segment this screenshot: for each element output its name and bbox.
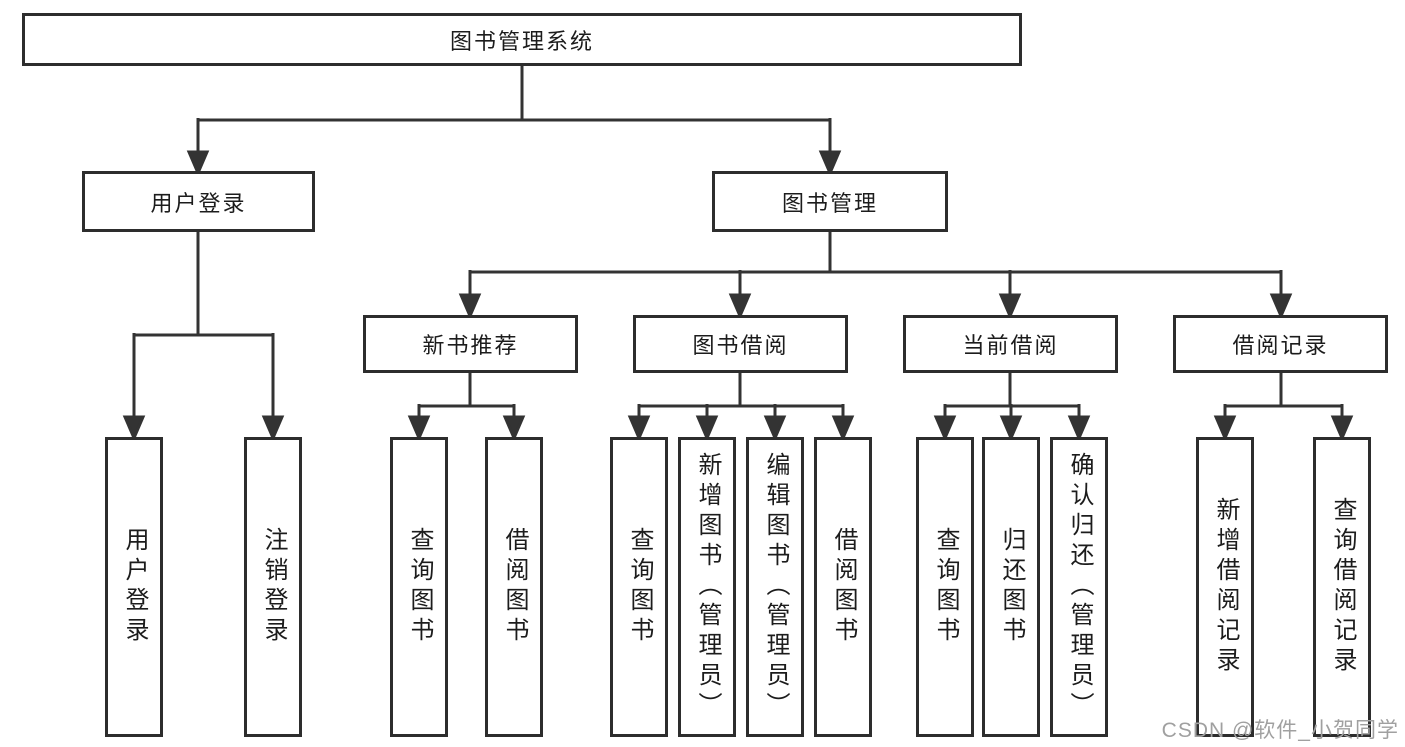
node-new-book-recommend: 新书推荐 (363, 315, 578, 373)
arrow-down-icon (763, 415, 787, 442)
node-book-management: 图书管理 (712, 171, 948, 232)
arrow-down-icon (1213, 415, 1237, 442)
leaf-query-books-borrow: 查询图书 (610, 437, 668, 737)
node-book-borrowing: 图书借阅 (633, 315, 848, 373)
connector-current-to-leaves (933, 373, 1091, 442)
arrow-down-icon (407, 415, 431, 442)
leaf-query-borrow-record: 查询借阅记录 (1313, 437, 1371, 737)
leaf-edit-books-admin: 编辑图书（管理员） (746, 437, 804, 737)
arrow-down-icon (831, 415, 855, 442)
arrow-down-icon (999, 415, 1023, 442)
arrow-down-icon (1067, 415, 1091, 442)
connector-root-to-level2 (186, 66, 842, 177)
arrow-down-icon (998, 293, 1022, 320)
node-book-management-system: 图书管理系统 (22, 13, 1022, 66)
connector-borrow-to-leaves (627, 373, 855, 442)
arrow-down-icon (458, 293, 482, 320)
arrow-down-icon (818, 150, 842, 177)
arrow-down-icon (122, 415, 146, 442)
node-borrowing-records: 借阅记录 (1173, 315, 1388, 373)
node-current-borrowing: 当前借阅 (903, 315, 1118, 373)
arrow-down-icon (261, 415, 285, 442)
connector-newbook-to-leaves (407, 373, 526, 442)
leaf-confirm-return-admin: 确认归还（管理员） (1050, 437, 1108, 737)
arrow-down-icon (1269, 293, 1293, 320)
arrow-down-icon (728, 293, 752, 320)
csdn-watermark: CSDN @软件_小贺同学 (1161, 719, 1399, 742)
leaf-borrow-books: 借阅图书 (814, 437, 872, 737)
arrow-down-icon (695, 415, 719, 442)
arrow-down-icon (502, 415, 526, 442)
leaf-user-login: 用户登录 (105, 437, 163, 737)
connector-bookmgmt-to-level3 (458, 232, 1293, 320)
leaf-add-borrow-record: 新增借阅记录 (1196, 437, 1254, 737)
leaf-add-books-admin: 新增图书（管理员） (678, 437, 736, 737)
connector-userlogin-to-leaves (122, 232, 285, 442)
node-user-login: 用户登录 (82, 171, 315, 232)
arrow-down-icon (1330, 415, 1354, 442)
arrow-down-icon (627, 415, 651, 442)
connector-record-to-leaves (1213, 373, 1354, 442)
leaf-logout: 注销登录 (244, 437, 302, 737)
leaf-borrow-books-recommend: 借阅图书 (485, 437, 543, 737)
leaf-return-books: 归还图书 (982, 437, 1040, 737)
arrow-down-icon (186, 150, 210, 177)
leaf-query-books-current: 查询图书 (916, 437, 974, 737)
leaf-query-books-recommend: 查询图书 (390, 437, 448, 737)
arrow-down-icon (933, 415, 957, 442)
